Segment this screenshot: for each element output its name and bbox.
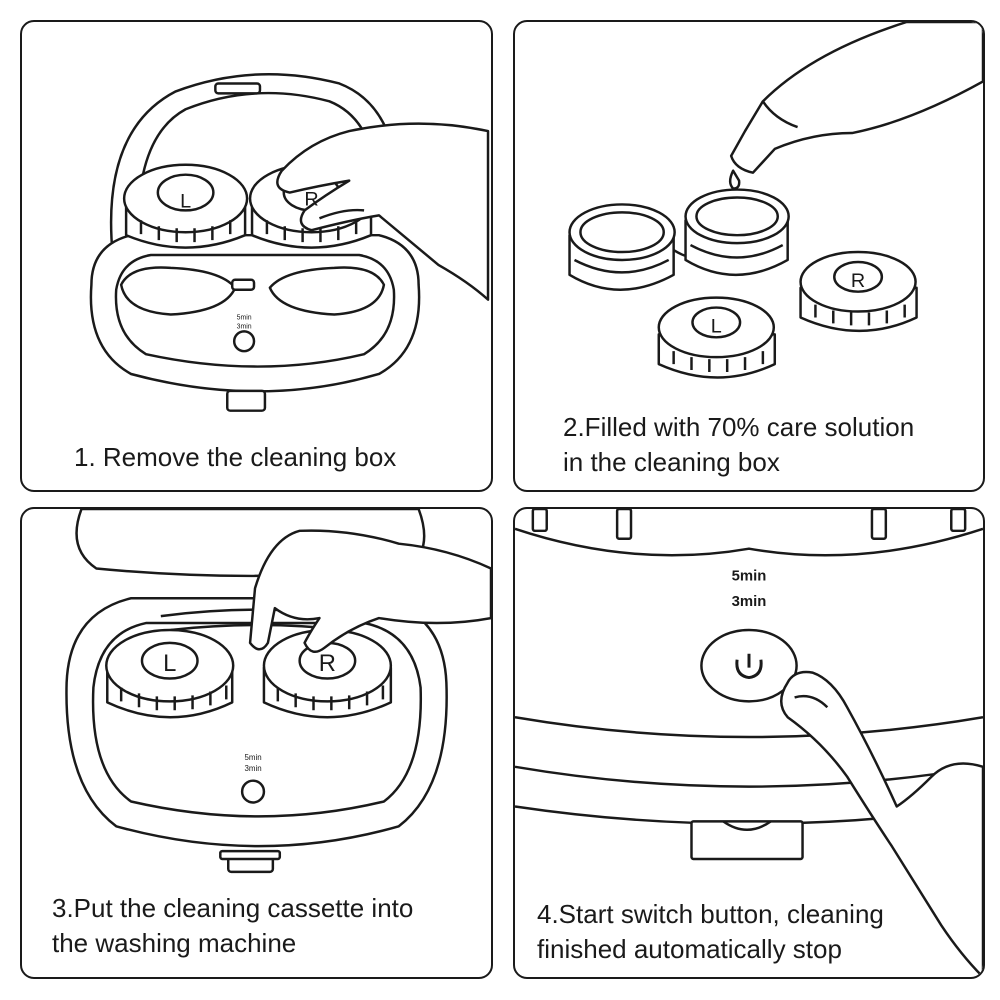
- right-cap-letter: R: [304, 189, 318, 211]
- left-lens-cap: [657, 296, 777, 379]
- open-lens-case: [568, 188, 790, 291]
- caption-line-1: 2.Filled with 70% care solution: [563, 412, 915, 442]
- left-lens-cap: [105, 628, 235, 719]
- timer-label-bottom: 3min: [732, 594, 767, 610]
- step-1-caption: 1. Remove the cleaning box: [74, 440, 396, 475]
- right-lens-cap: [799, 250, 918, 333]
- timer-label-bottom: 3min: [244, 764, 261, 773]
- step-3-panel: L R 5min 3min 3.Put the cleaning cassett…: [20, 507, 493, 979]
- step-2-panel: L R 2.Filled with 70% care solution in t…: [513, 20, 985, 492]
- caption-line-1: 3.Put the cleaning cassette into: [52, 893, 414, 923]
- left-lens-cap: [122, 163, 249, 249]
- step-4-caption: 4.Start switch button, cleaning finished…: [537, 897, 884, 967]
- hand: [248, 529, 491, 653]
- right-lens-cap: [262, 628, 393, 719]
- solution-bottle: [729, 22, 983, 174]
- timer-label-bottom: 3min: [237, 323, 252, 330]
- step-3-illustration: L R 5min 3min: [65, 509, 491, 874]
- drawer: [690, 820, 804, 861]
- machine-top-rim: [515, 527, 983, 557]
- solution-droplet: [728, 169, 741, 190]
- step-1-illustration: L R 5min 3min: [89, 73, 490, 412]
- right-cap-letter: R: [319, 650, 336, 677]
- step-4-illustration: 5min 3min: [515, 509, 983, 977]
- left-cap-letter: L: [711, 316, 722, 338]
- left-cap-letter: L: [180, 191, 191, 213]
- left-cap-letter: L: [163, 650, 176, 677]
- timer-label-top: 5min: [244, 753, 261, 762]
- caption-line-1: 4.Start switch button, cleaning: [537, 899, 884, 929]
- pointing-finger: [779, 670, 983, 977]
- step-1-panel: L R 5min 3min 1. Remove the cleaning box: [20, 20, 493, 492]
- step-4-panel: 5min 3min 4.Start switch button, cleanin…: [513, 507, 985, 979]
- step-2-illustration: L R: [568, 22, 983, 379]
- step-3-caption: 3.Put the cleaning cassette into the was…: [52, 891, 413, 961]
- caption-line-2: finished automatically stop: [537, 934, 842, 964]
- timer-label-top: 5min: [237, 314, 252, 321]
- caption-line-1: 1. Remove the cleaning box: [74, 442, 397, 472]
- right-cap-letter: R: [851, 270, 865, 292]
- caption-line-2: in the cleaning box: [563, 447, 780, 477]
- caption-line-2: the washing machine: [52, 928, 297, 958]
- hand: [276, 122, 490, 301]
- step-2-caption: 2.Filled with 70% care solution in the c…: [563, 410, 914, 480]
- timer-label-top: 5min: [732, 568, 767, 584]
